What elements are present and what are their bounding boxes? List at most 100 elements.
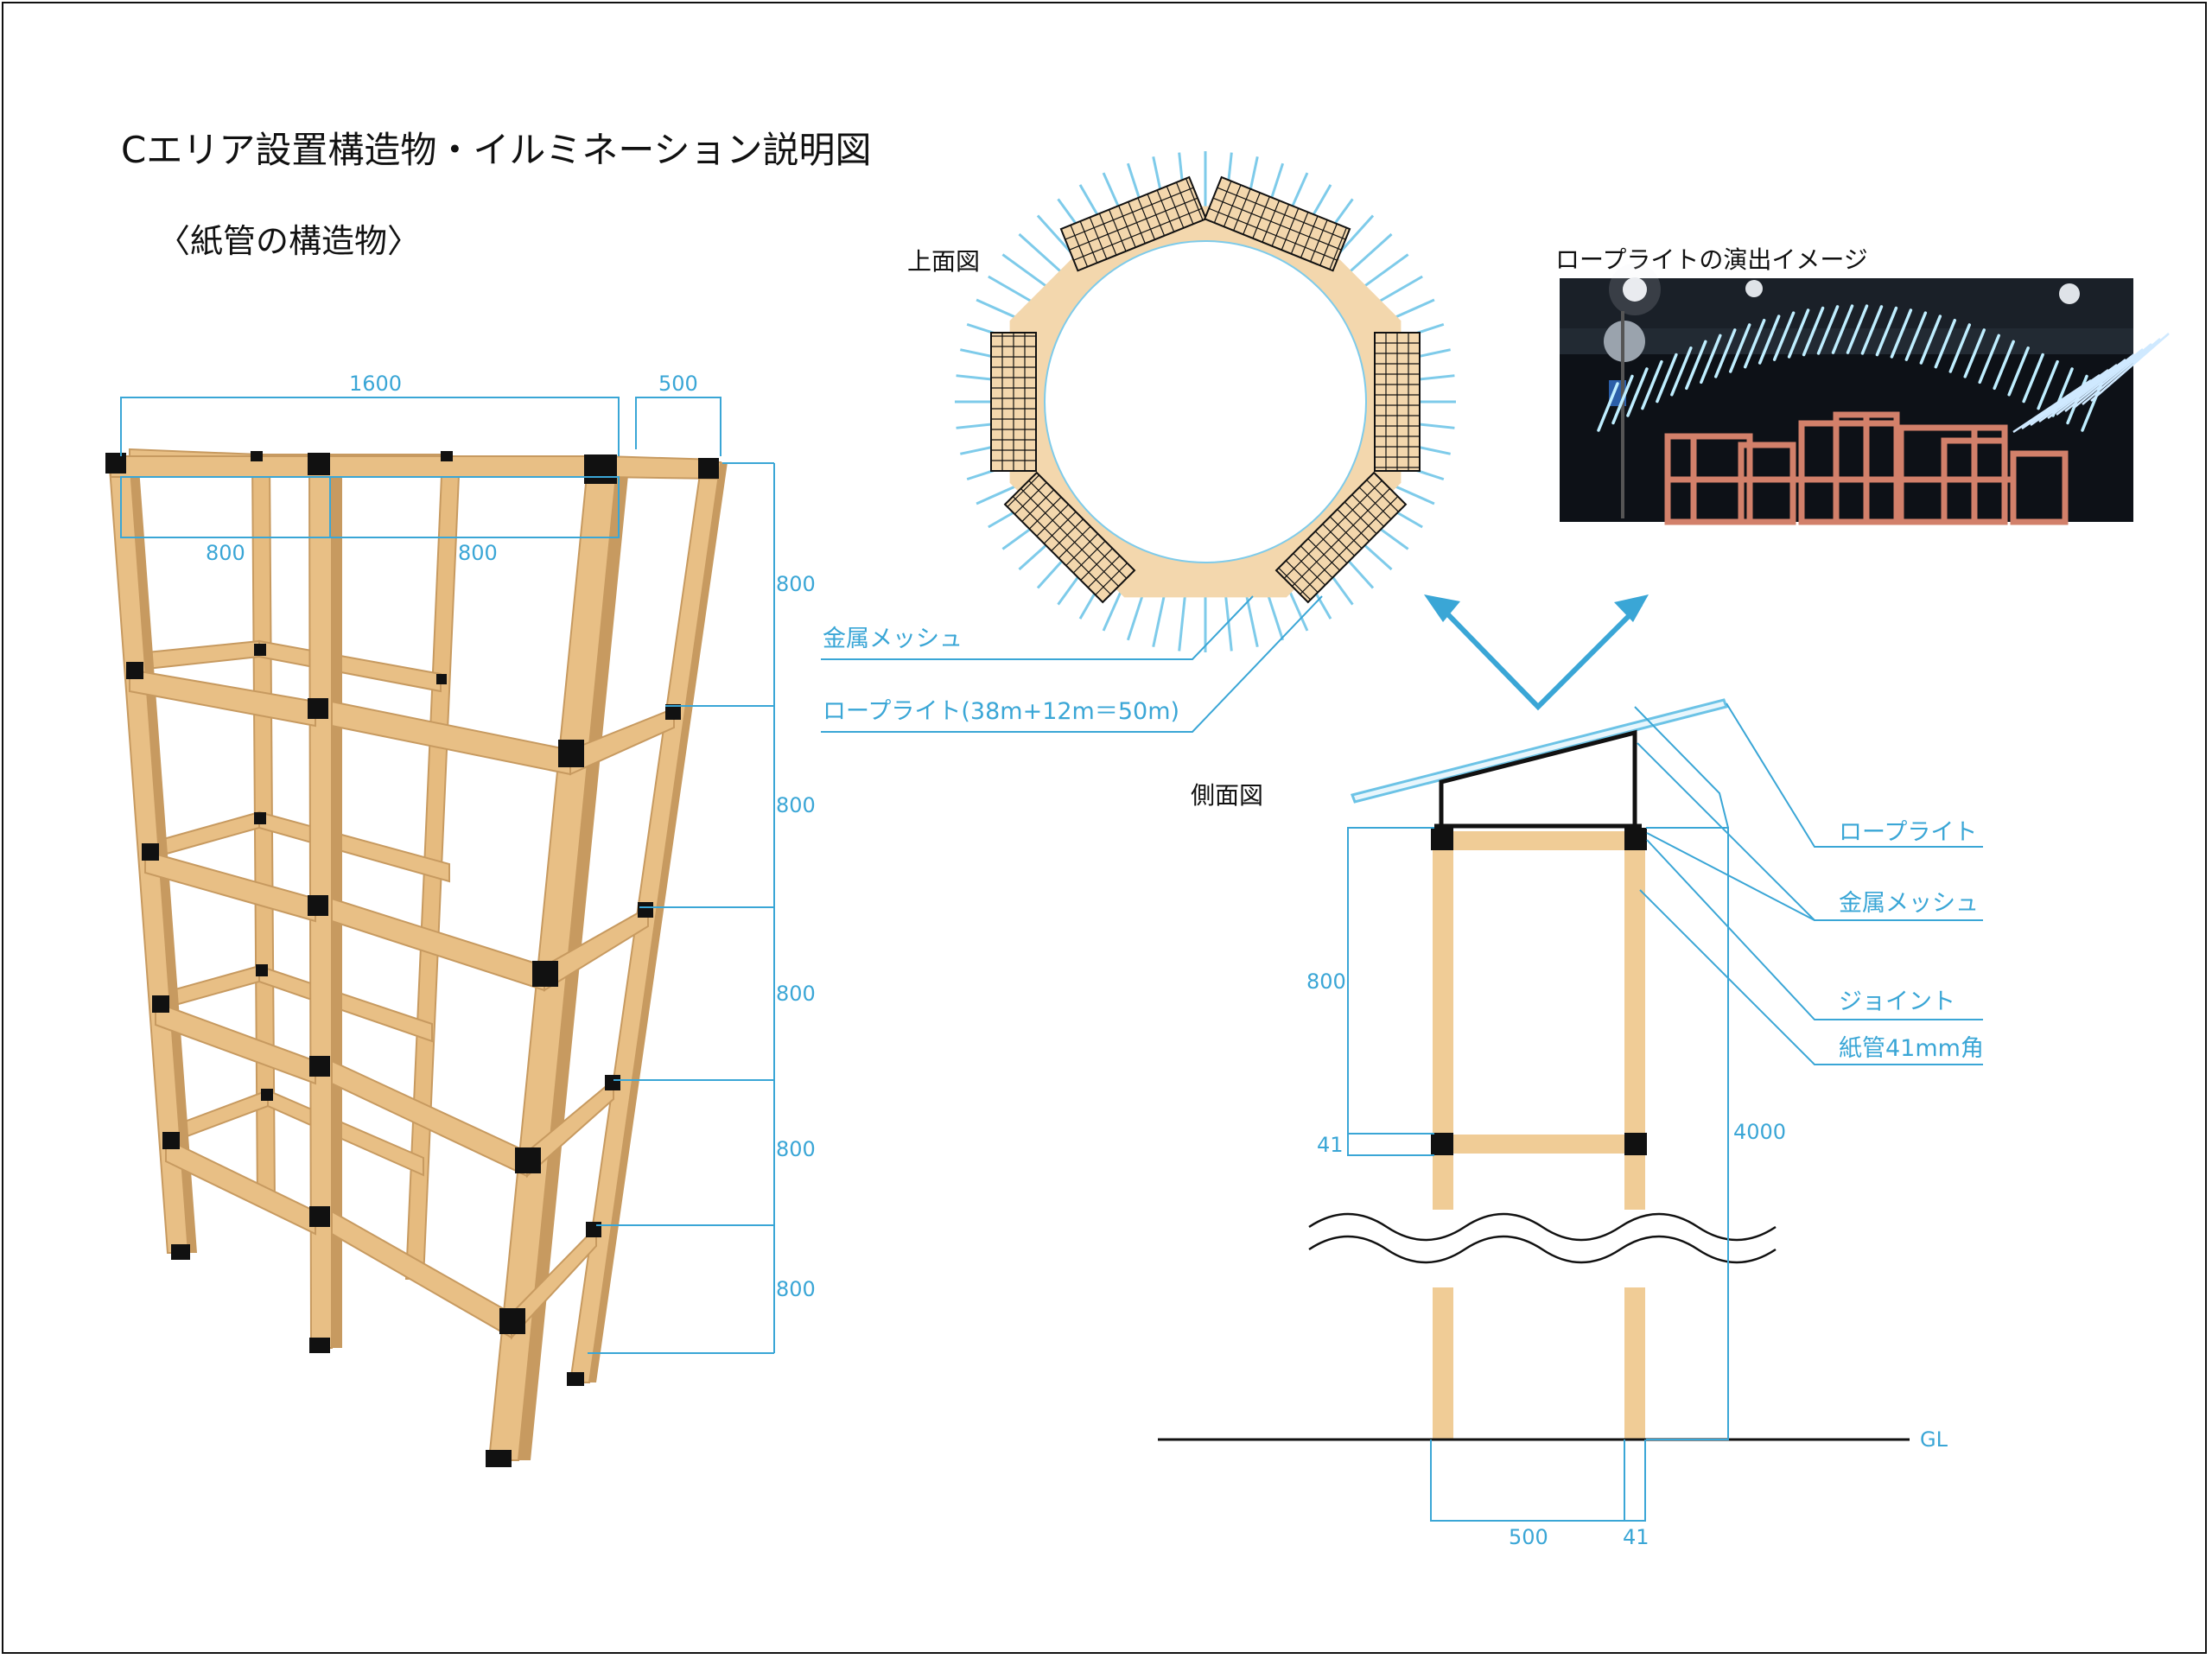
photo-light-strand bbox=[2073, 343, 2152, 409]
photo-light-strand bbox=[2082, 338, 2161, 405]
metal-mesh-panel bbox=[990, 332, 1037, 472]
photo-light-strand bbox=[1728, 323, 1751, 373]
photo-light-strand bbox=[2030, 368, 2109, 427]
photo-light-strand bbox=[2022, 353, 2044, 404]
ring-inner-void bbox=[1045, 241, 1366, 563]
metal-mesh-panel bbox=[1274, 471, 1408, 604]
top-view-ring bbox=[955, 151, 1456, 652]
photo-light-strand bbox=[1904, 311, 1928, 361]
dim-level-2: 800 bbox=[776, 793, 816, 817]
frame3d-dimensions bbox=[120, 397, 775, 1354]
dim-side-500: 500 bbox=[1509, 1525, 1548, 1549]
metal-mesh-panel bbox=[1203, 175, 1351, 272]
top-rails bbox=[110, 454, 718, 480]
metal-mesh-panel bbox=[1003, 471, 1136, 604]
photo-light-strand bbox=[1934, 318, 1957, 369]
dim-depth: 500 bbox=[658, 372, 698, 396]
photo-light-strand bbox=[1890, 308, 1913, 359]
photo-light-strand bbox=[2007, 346, 2030, 397]
page-title: Cエリア設置構造物・イルミネーション説明図 bbox=[121, 129, 872, 171]
photo-structure bbox=[1664, 411, 2069, 525]
arrow-left-head-icon bbox=[1424, 594, 1460, 622]
photo-light-strand bbox=[1626, 367, 1649, 417]
mesh-grid-line bbox=[1208, 207, 1338, 261]
photo-light-strand bbox=[1860, 305, 1884, 355]
dim-level-4: 800 bbox=[776, 1137, 816, 1161]
arrow-right-head-icon bbox=[1614, 594, 1649, 622]
photo-light-strand bbox=[1611, 374, 1634, 425]
callout-joint: ジョイント bbox=[1839, 988, 1955, 1015]
metal-mesh-panel bbox=[1059, 175, 1208, 272]
photo-light-strand bbox=[1714, 328, 1737, 378]
photo-light-strand bbox=[1670, 346, 1693, 397]
dim-side-4000: 4000 bbox=[1733, 1120, 1786, 1144]
top-view-callouts bbox=[821, 595, 1323, 733]
tube-structure-perspective bbox=[105, 448, 728, 1467]
dim-half-left: 800 bbox=[206, 541, 245, 565]
dim-level-5: 800 bbox=[776, 1277, 816, 1301]
photo-light-strand bbox=[1816, 305, 1840, 355]
callout-rope-light-top: ロープライト(38m+12m＝50m) bbox=[823, 698, 1179, 725]
photo-light-strand bbox=[2047, 359, 2126, 419]
dim-level-1: 800 bbox=[776, 572, 816, 596]
photo-light-strand bbox=[1641, 359, 1663, 410]
dim-width-total: 1600 bbox=[349, 372, 402, 396]
ground-level-label: GL bbox=[1920, 1427, 1948, 1452]
dim-side-41-left: 41 bbox=[1317, 1133, 1344, 1157]
mesh-grid-line bbox=[1291, 487, 1390, 587]
dim-side-800: 800 bbox=[1306, 969, 1346, 994]
callout-rope-light-side: ロープライト bbox=[1839, 819, 1977, 846]
callout-paper-tube: 紙管41mm角 bbox=[1839, 1035, 1984, 1062]
photo-light-strand bbox=[1948, 323, 1972, 373]
mesh-grid-line bbox=[1300, 496, 1399, 595]
mesh-grid-line bbox=[1073, 207, 1203, 261]
side-view-dimensions bbox=[1347, 702, 1983, 1522]
callout-metal-mesh-top: 金属メッシュ bbox=[823, 626, 963, 652]
mesh-grid-line bbox=[1212, 197, 1342, 251]
side-view-label: 側面図 bbox=[1191, 781, 1263, 810]
mesh-grid-line bbox=[1028, 480, 1128, 579]
dim-side-41-bottom: 41 bbox=[1623, 1525, 1649, 1549]
photo-light-strand bbox=[1772, 311, 1796, 361]
photo-light-strand bbox=[1685, 340, 1707, 391]
photo-label: ロープライトの演出イメージ bbox=[1555, 245, 1868, 274]
view-arrows bbox=[1436, 602, 1643, 711]
photo-light-strand bbox=[1758, 315, 1781, 365]
photo-light-strand bbox=[2037, 359, 2059, 410]
photo-light-strand bbox=[1831, 304, 1854, 354]
mesh-grid-line bbox=[1065, 187, 1194, 240]
side-view-drawing bbox=[1158, 698, 1910, 1441]
mesh-grid-line bbox=[1217, 187, 1346, 240]
joints bbox=[105, 451, 719, 1467]
photo-light-strand bbox=[1993, 340, 2015, 391]
photo-light-strand bbox=[1656, 353, 1678, 404]
metal-mesh-panel bbox=[1374, 332, 1421, 472]
photo-light-strand bbox=[2056, 353, 2135, 416]
photo-light-strands bbox=[1597, 304, 2170, 434]
photo-light-strand bbox=[1802, 306, 1825, 357]
photo-light-strand bbox=[1597, 382, 1619, 432]
photo-light-strand bbox=[1846, 304, 1869, 354]
mesh-grid-line bbox=[1020, 487, 1120, 587]
photo-light-strand bbox=[2064, 348, 2144, 412]
photo-light-strand bbox=[1700, 334, 1722, 385]
photo-light-strand bbox=[1787, 308, 1810, 359]
mesh-grid-line bbox=[1283, 480, 1382, 579]
rope-light-photo bbox=[1560, 264, 2170, 525]
photo-light-strand bbox=[1919, 315, 1942, 365]
top-view-label: 上面図 bbox=[907, 247, 980, 276]
mesh-grid-line bbox=[1069, 197, 1198, 251]
mesh-grid-line bbox=[1012, 496, 1111, 595]
photo-light-strand bbox=[2038, 363, 2118, 423]
photo-light-strand bbox=[2090, 333, 2170, 402]
dim-level-3: 800 bbox=[776, 982, 816, 1006]
ring-inner-edge bbox=[1044, 240, 1367, 563]
photo-light-strand bbox=[1743, 318, 1766, 369]
photo-light-strand bbox=[1963, 328, 1986, 378]
dim-half-right: 800 bbox=[458, 541, 498, 565]
callout-metal-mesh-side: 金属メッシュ bbox=[1839, 890, 1979, 917]
page-subtitle: 〈紙管の構造物〉 bbox=[157, 222, 420, 260]
photo-light-strand bbox=[1978, 334, 2000, 385]
